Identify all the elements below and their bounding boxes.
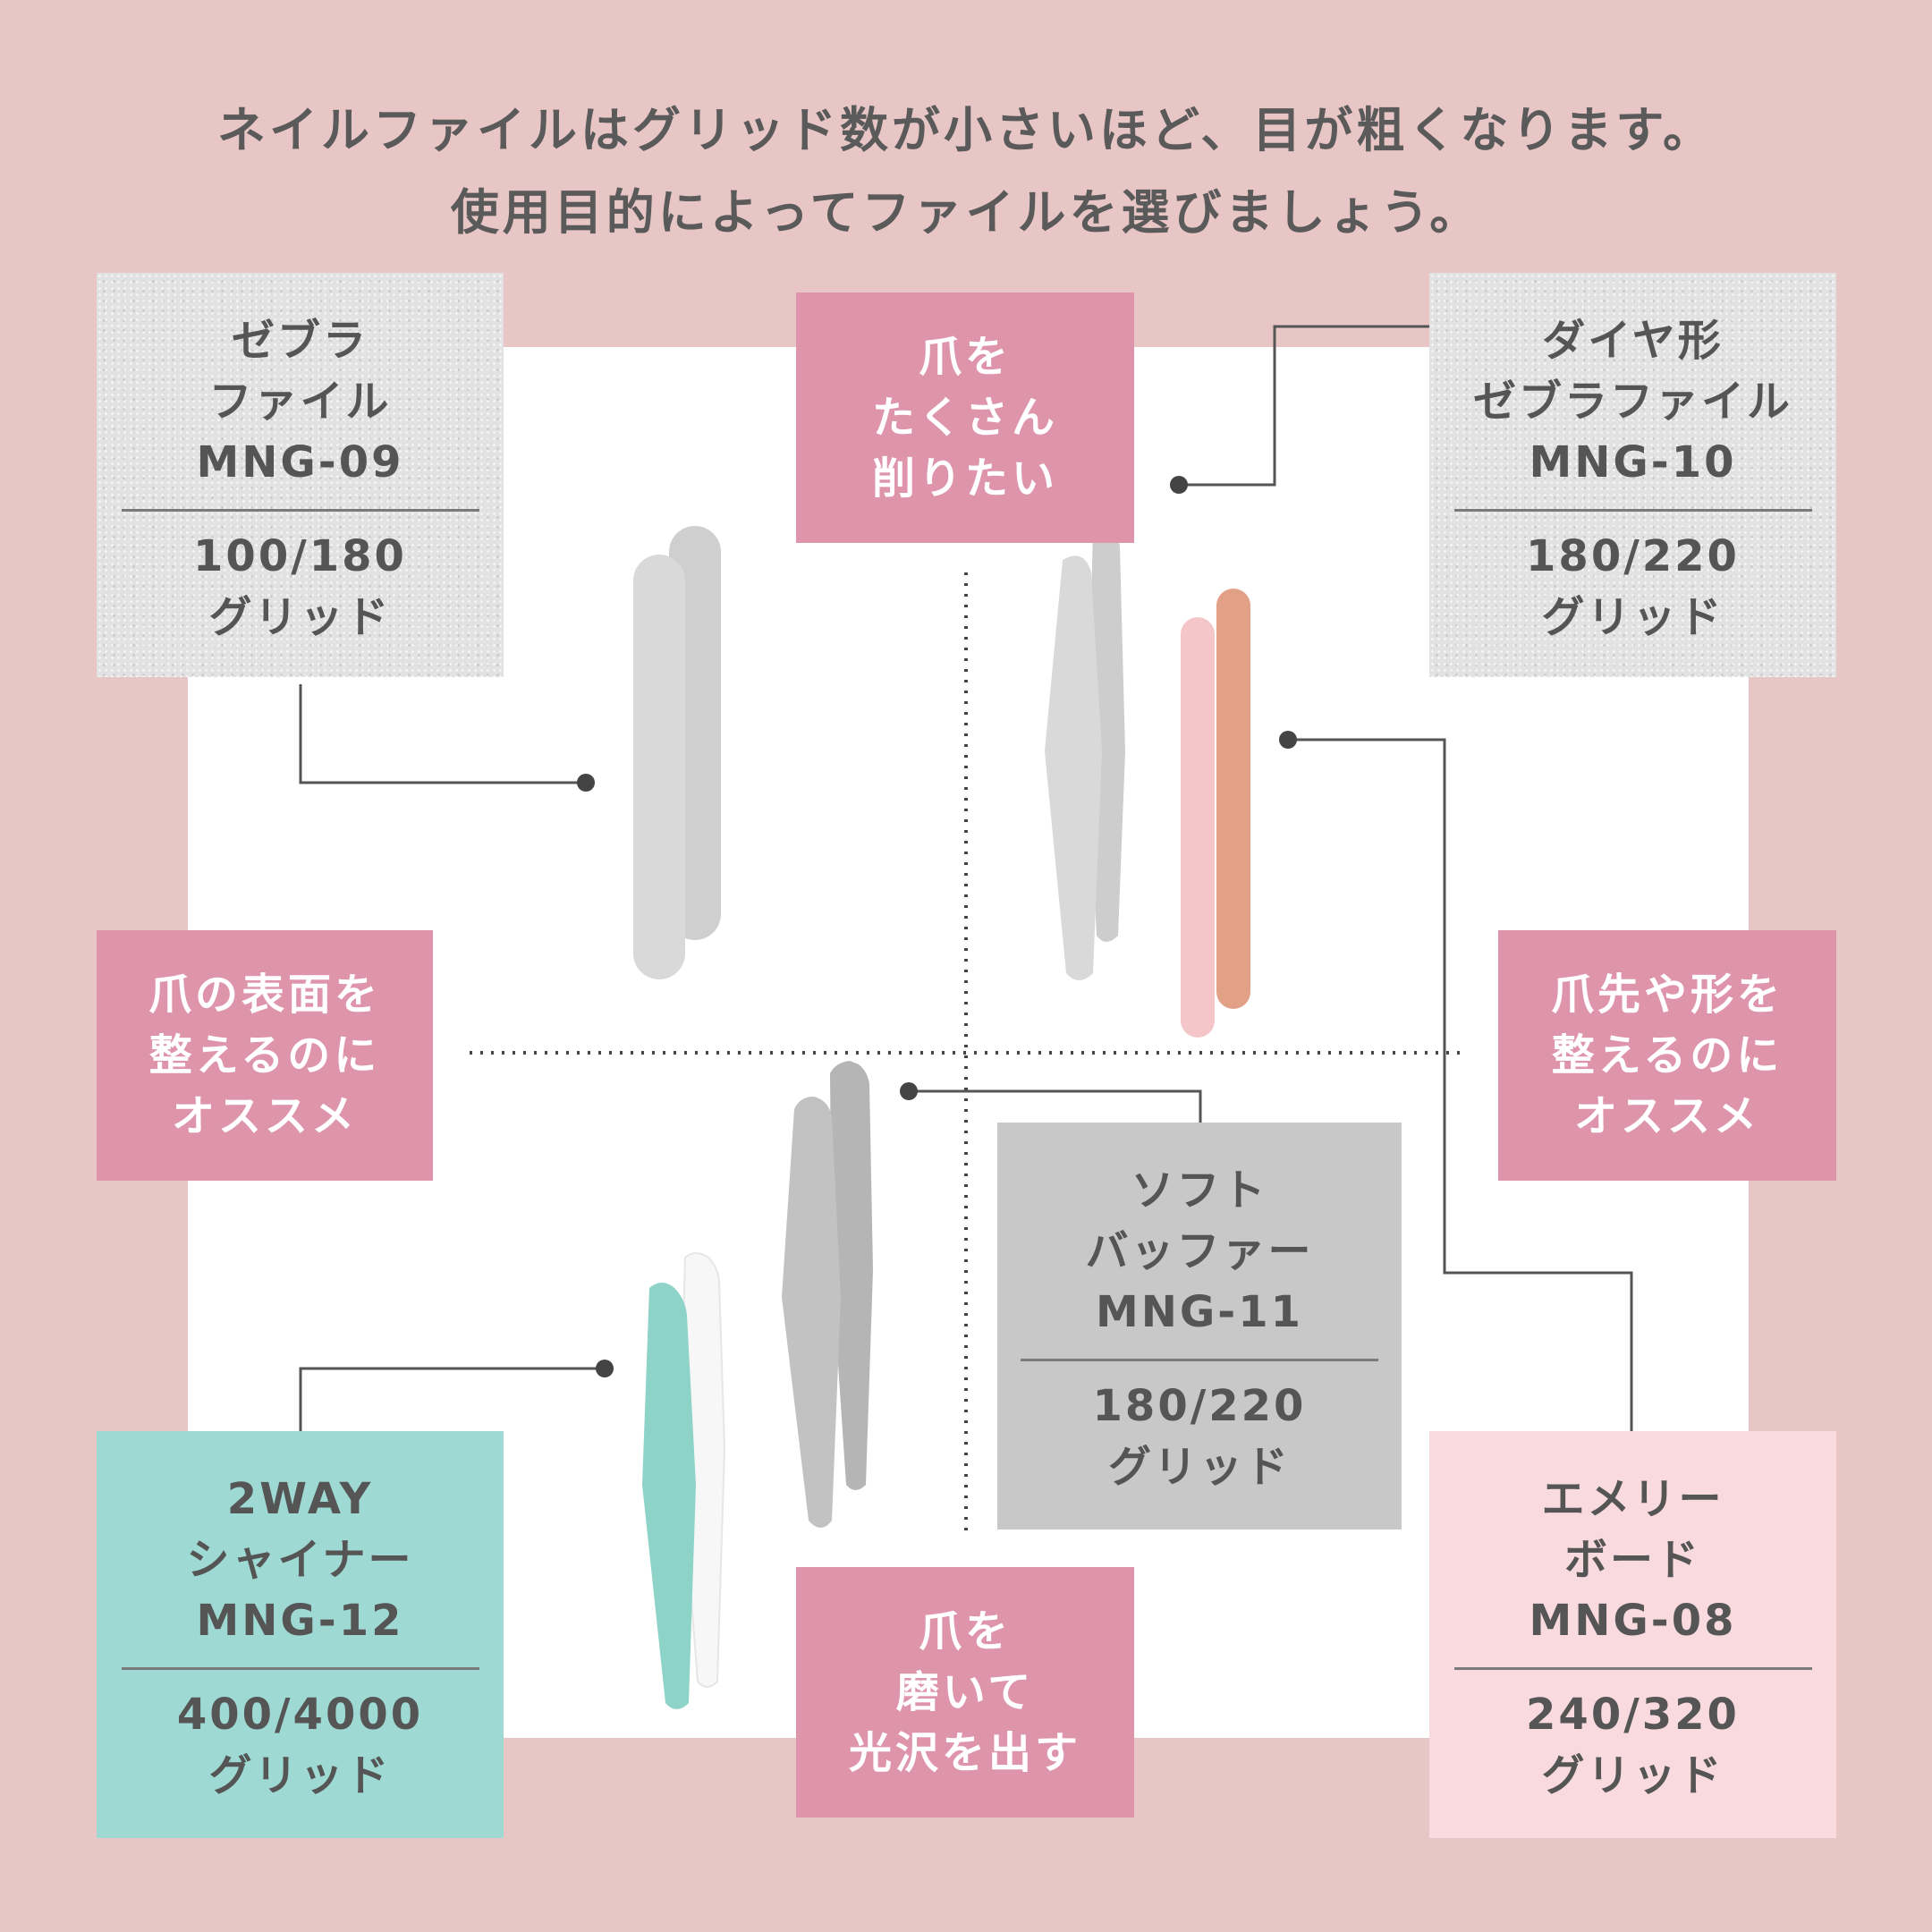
category-shine: 爪を 磨いて 光沢を出す bbox=[796, 1567, 1134, 1818]
divider bbox=[1453, 509, 1812, 512]
buffer-front bbox=[782, 1097, 841, 1528]
zebra-file-front bbox=[633, 555, 685, 979]
product-name: 2WAY シャイナー MNG-12 bbox=[186, 1474, 414, 1646]
product-box-mng11: ソフト バッファー MNG-11 180/220 グリッド bbox=[997, 1123, 1402, 1530]
category-label: 爪の表面を 整えるのに オススメ bbox=[148, 970, 381, 1141]
header-text: ネイルファイルはグリッド数が小さいほど、目が粗くなります。 使用目的によってファ… bbox=[0, 89, 1932, 254]
category-remove-much: 爪を たくさん 削りたい bbox=[796, 292, 1134, 543]
emery-board-pink bbox=[1181, 617, 1215, 1038]
leader-line-mng12 bbox=[299, 1367, 605, 1431]
product-name: ゼブラ ファイル MNG-09 bbox=[196, 316, 404, 487]
divider bbox=[1453, 1667, 1812, 1670]
product-grit: 180/220 グリッド bbox=[1092, 1381, 1307, 1492]
category-shape: 爪先や形を 整えるのに オススメ bbox=[1498, 930, 1836, 1181]
product-name: ソフト バッファー MNG-11 bbox=[1085, 1165, 1314, 1337]
category-label: 爪を 磨いて 光沢を出す bbox=[848, 1606, 1081, 1778]
header-line-1: ネイルファイルはグリッド数が小さいほど、目が粗くなります。 bbox=[217, 102, 1715, 158]
leader-line-mng11 bbox=[909, 1089, 1202, 1123]
divider bbox=[121, 509, 479, 512]
header-line-2: 使用目的によってファイルを選びましょう。 bbox=[450, 184, 1482, 241]
divider bbox=[121, 1667, 479, 1670]
leader-line-mng10 bbox=[1179, 325, 1429, 487]
category-label: 爪を たくさん 削りたい bbox=[871, 332, 1058, 504]
product-name: ダイヤ形 ゼブラファイル MNG-10 bbox=[1472, 316, 1792, 487]
leader-dot-mng11 bbox=[900, 1082, 918, 1100]
emery-board-orange bbox=[1216, 589, 1250, 1009]
product-box-mng10: ダイヤ形 ゼブラファイル MNG-10 180/220 グリッド bbox=[1429, 273, 1836, 677]
diamond-file-front bbox=[1045, 555, 1102, 980]
product-box-mng09: ゼブラ ファイル MNG-09 100/180 グリッド bbox=[97, 273, 504, 677]
leader-dot-mng12 bbox=[596, 1360, 614, 1377]
product-grit: 180/220 グリッド bbox=[1526, 531, 1740, 642]
leader-line-mng09 bbox=[299, 684, 586, 784]
buffer-back bbox=[830, 1061, 873, 1490]
product-box-mng08: エメリー ボード MNG-08 240/320 グリッド bbox=[1429, 1431, 1836, 1838]
leader-dot-mng09 bbox=[577, 774, 595, 792]
product-name: エメリー ボード MNG-08 bbox=[1529, 1474, 1737, 1646]
product-grit: 240/320 グリッド bbox=[1526, 1690, 1740, 1801]
leader-line-mng08 bbox=[1288, 738, 1633, 1431]
category-surface: 爪の表面を 整えるのに オススメ bbox=[97, 930, 433, 1181]
divider bbox=[1021, 1359, 1378, 1361]
shiner-teal bbox=[642, 1283, 696, 1709]
product-grit: 100/180 グリッド bbox=[193, 531, 407, 642]
leader-dot-mng10 bbox=[1170, 476, 1188, 494]
product-grit: 400/4000 グリッド bbox=[176, 1690, 424, 1801]
category-label: 爪先や形を 整えるのに オススメ bbox=[1550, 970, 1784, 1141]
product-box-mng12: 2WAY シャイナー MNG-12 400/4000 グリッド bbox=[97, 1431, 504, 1838]
leader-dot-mng08 bbox=[1279, 731, 1297, 749]
